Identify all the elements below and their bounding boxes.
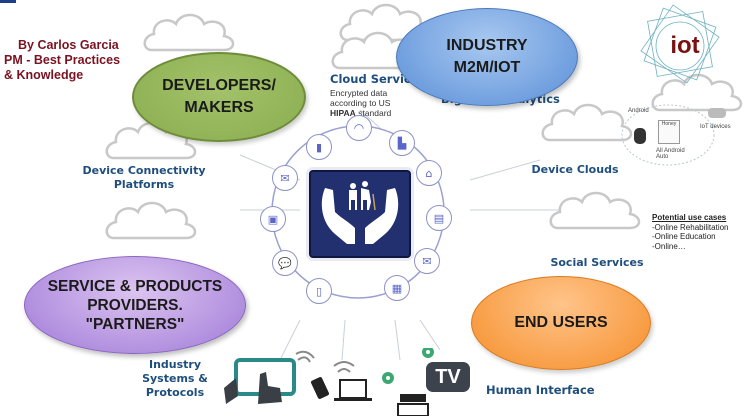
author-name: By Carlos Garcia [18,38,119,52]
cloud-developers [143,13,235,52]
device-connectivity-line1: Device Connectivity [82,164,206,177]
smartwatch-icon [634,128,646,144]
gear-icon-2 [422,348,434,358]
camera-icon [708,108,726,118]
caregiving-emblem [309,170,411,258]
device-label-auto: All Android Auto [656,148,685,160]
cloud-note-line2: according to US [330,98,391,108]
cloud-left-lower [105,201,197,240]
wifi-icon-1 [295,350,315,363]
service-line2: PROVIDERS. [87,296,183,314]
use-cases-title: Potential use cases [652,213,727,222]
corner-mark [0,0,16,3]
bank-icon: ⌂ [416,160,442,186]
calculator-icon: ▦ [384,275,410,301]
cell-phone-icon: ▮ [306,134,332,160]
social-services-label: Social Services [550,256,644,269]
bottom-devices [224,348,434,416]
hipaa-rest: standard [355,108,392,118]
service-line3: "PARTNERS" [85,315,185,333]
end-users-label: END USERS [514,314,608,331]
monitor-cursor-icon: ▣ [260,206,286,232]
industry-ellipse: INDUSTRY M2M/IOT [396,8,578,106]
use-cases: Potential use cases -Online Rehabilitati… [652,213,729,251]
hipaa-label: HIPAA [330,108,356,118]
chat-bubbles-icon: 💬 [272,250,298,276]
developers-ellipse: DEVELOPERS/ MAKERS [132,52,306,142]
device-connectivity-line2: Platforms [113,178,175,191]
use-case-item: -Online Rehabilitation [652,222,729,232]
headset-icon: ◠ [346,115,372,141]
laptop-icon [334,379,372,401]
end-users-ellipse: END USERS [471,276,651,370]
cloud-social [549,191,641,230]
author-subtitle: & Knowledge [4,68,84,82]
device-connectivity-label: Device Connectivity Platforms [72,164,216,192]
wifi-icon-2 [333,361,355,373]
author-title: PM - Best Practices [4,53,121,67]
caring-hands-icon [321,181,399,244]
cloud-device [541,103,633,142]
cloud-note-line1: Encrypted data [330,88,388,98]
industry-systems-line3: Protocols [145,386,205,399]
smart-device-icon [397,394,429,416]
industry-systems-label: Industry Systems & Protocols [130,358,220,400]
use-case-item: -Online Education [652,232,716,241]
device-label-android: Android [628,108,649,114]
iot-logo-frame [640,4,720,84]
industry-systems-line2: Systems & [142,372,208,385]
cloud-note-line3: HIPAA standard [330,108,391,118]
envelope-icon: ✉ [272,165,298,191]
smartphone-icon [310,377,330,399]
cloud-services-label: Cloud Services [330,72,426,86]
cloud-note: Encrypted data according to US HIPAA sta… [330,88,391,118]
tablet-icon [224,358,296,404]
device-label-iot: IoT devices [700,124,731,130]
developers-line2: MAKERS [184,99,254,116]
service-providers-ellipse: SERVICE & PRODUCTS PROVIDERS. "PARTNERS" [24,256,246,354]
cash-register-icon: ▤ [426,205,452,231]
mobile-phone-icon: ▯ [306,278,332,304]
industry-systems-line1: Industry [148,358,202,371]
device-cluster-ring [621,104,715,166]
author-credit: By Carlos Garcia PM - Best Practices & K… [4,38,134,83]
industry-line1: INDUSTRY [446,37,528,54]
tv-icon: TV [426,362,470,392]
developers-line1: DEVELOPERS/ [162,77,276,94]
building-icon: ▙ [389,130,415,156]
service-line1: SERVICE & PRODUCTS [47,277,223,295]
human-interface-label: Human Interface [486,383,595,397]
device-clouds-label: Device Clouds [531,163,619,176]
iot-logo: iot [670,32,700,59]
use-case-item: -Online… [652,241,686,251]
mail-icon: ✉ [414,248,440,274]
gear-icon-1 [382,372,394,384]
device-label-honey: Honey [658,120,680,144]
industry-line2: M2M/IOT [453,59,521,76]
